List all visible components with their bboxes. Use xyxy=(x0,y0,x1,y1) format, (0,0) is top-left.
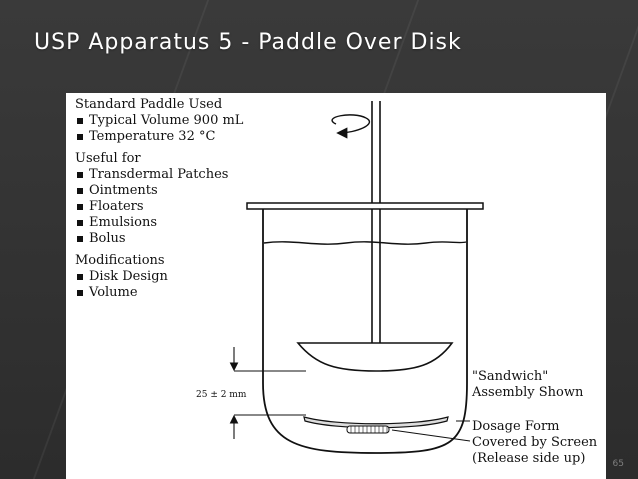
group-modifications: Modifications Disk Design Volume xyxy=(75,253,243,301)
distance-label: 25 ± 2 mm xyxy=(196,390,247,400)
liquid-surface xyxy=(263,241,467,245)
list-item: Emulsions xyxy=(75,215,243,231)
dosage-label-line3: (Release side up) xyxy=(472,451,586,466)
list-item: Disk Design xyxy=(75,269,243,285)
list-item: Bolus xyxy=(75,231,243,247)
dosage-callout-line xyxy=(391,429,471,442)
dosage-form-screen xyxy=(346,425,390,434)
figure-panel: Standard Paddle Used Typical Volume 900 … xyxy=(66,93,606,479)
list-item: Transdermal Patches xyxy=(75,167,243,183)
group-heading: Useful for xyxy=(75,151,141,166)
bullet-icon xyxy=(77,118,83,124)
list-item-label: Volume xyxy=(89,285,138,300)
list-item-label: Transdermal Patches xyxy=(89,167,229,182)
bullet-icon xyxy=(77,236,83,242)
bullet-icon xyxy=(77,188,83,194)
sandwich-label-line1: "Sandwich" xyxy=(472,369,549,384)
list-item: Typical Volume 900 mL xyxy=(75,113,243,129)
group-heading: Standard Paddle Used xyxy=(75,97,223,112)
sandwich-label-line2: Assembly Shown xyxy=(472,385,584,400)
bullet-text-block: Standard Paddle Used Typical Volume 900 … xyxy=(75,97,243,307)
list-item: Floaters xyxy=(75,199,243,215)
paddle-over-disk-diagram xyxy=(229,101,484,454)
bullet-icon xyxy=(77,204,83,210)
paddle-shaft xyxy=(371,101,381,343)
disk-assembly xyxy=(303,416,449,429)
distance-dimension xyxy=(229,347,306,439)
slide-title: USP Apparatus 5 - Paddle Over Disk xyxy=(34,30,462,55)
vessel-wall xyxy=(262,209,468,454)
list-item-label: Temperature 32 °C xyxy=(89,129,216,144)
list-item: Volume xyxy=(75,285,243,301)
rotation-arrow-icon xyxy=(331,114,370,139)
bullet-icon xyxy=(77,220,83,226)
bullet-icon xyxy=(77,274,83,280)
bullet-icon xyxy=(77,134,83,140)
bullet-list: Transdermal Patches Ointments Floaters E… xyxy=(75,167,243,247)
list-item: Temperature 32 °C xyxy=(75,129,243,145)
list-item: Ointments xyxy=(75,183,243,199)
list-item-label: Floaters xyxy=(89,199,144,214)
bullet-list: Typical Volume 900 mL Temperature 32 °C xyxy=(75,113,243,145)
group-heading: Modifications xyxy=(75,253,165,268)
list-item-label: Bolus xyxy=(89,231,126,246)
slide-number: 65 xyxy=(612,459,624,469)
dosage-label-line1: Dosage Form xyxy=(472,419,560,434)
paddle-blade xyxy=(296,342,454,372)
list-item-label: Typical Volume 900 mL xyxy=(89,113,244,128)
dosage-label-line2: Covered by Screen xyxy=(472,435,598,450)
list-item-label: Ointments xyxy=(89,183,158,198)
vessel-flange xyxy=(246,202,484,210)
group-useful-for: Useful for Transdermal Patches Ointments… xyxy=(75,151,243,247)
bullet-list: Disk Design Volume xyxy=(75,269,243,301)
bullet-icon xyxy=(77,290,83,296)
list-item-label: Emulsions xyxy=(89,215,158,230)
screen-mesh xyxy=(350,426,388,433)
list-item-label: Disk Design xyxy=(89,269,168,284)
group-standard-paddle: Standard Paddle Used Typical Volume 900 … xyxy=(75,97,243,145)
bullet-icon xyxy=(77,172,83,178)
